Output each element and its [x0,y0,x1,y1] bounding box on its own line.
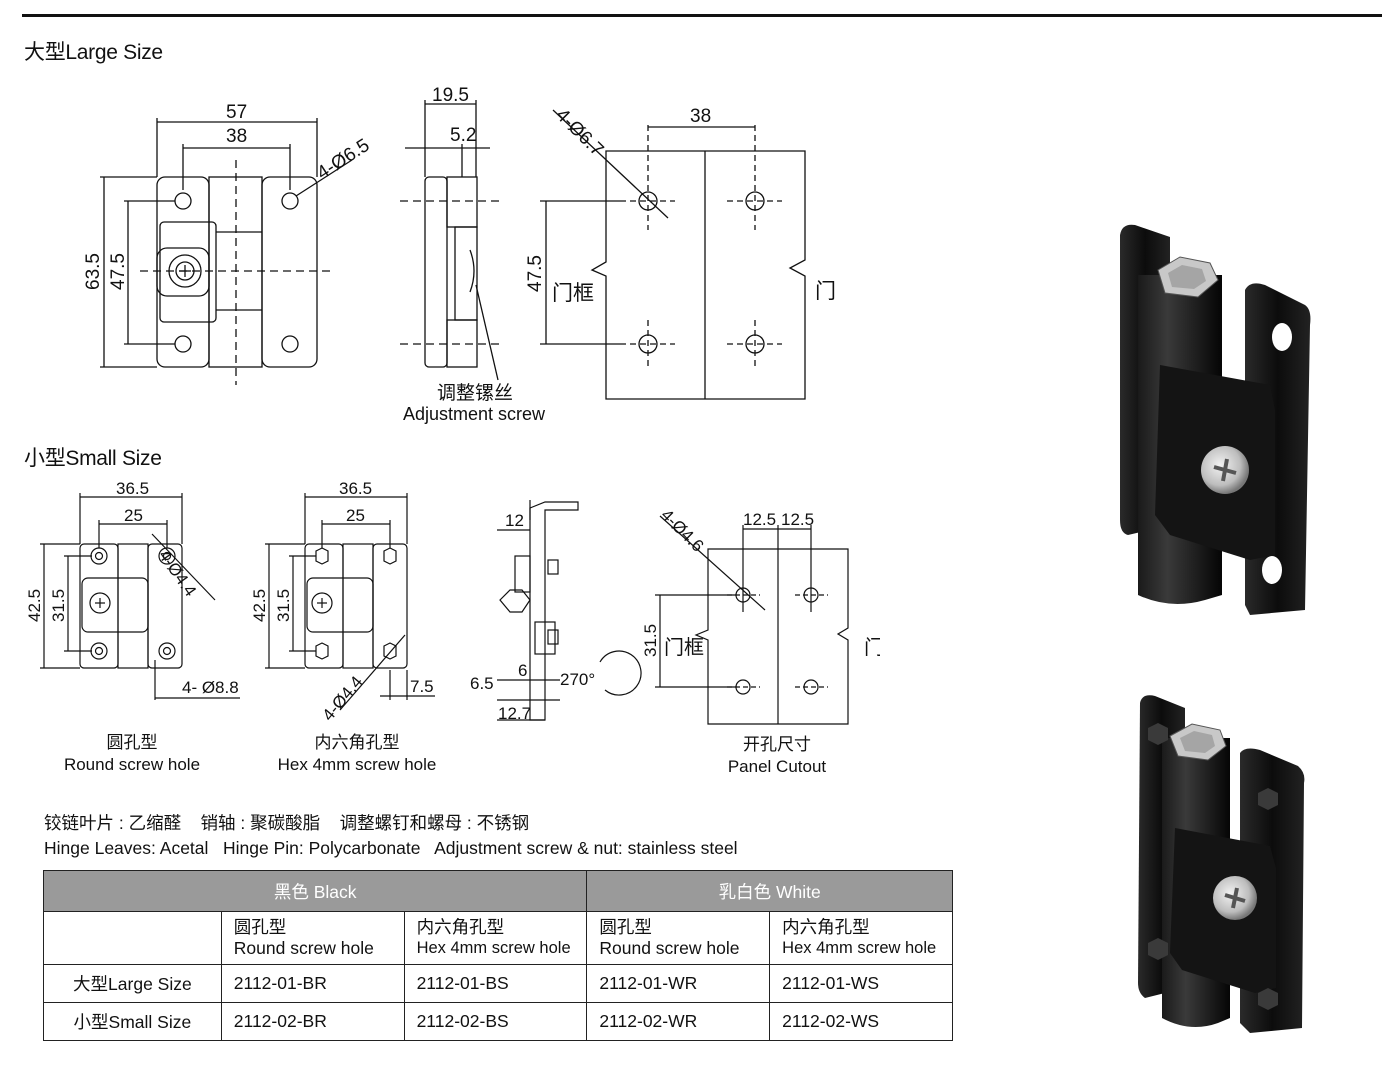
subheader-cn: 圆孔型 [233,917,287,937]
section-title-small: 小型Small Size [24,447,162,470]
dim-hex-hole: 4-Ø4.4 [319,673,367,725]
adjust-screw-en: Adjustment screw [402,404,546,424]
large-door-frame: 门框 [552,282,594,305]
subheader-cn: 圆孔型 [599,917,652,937]
hex-hole-label-en: Hex 4mm screw hole [277,755,437,774]
hex-hole-label-cn: 内六角孔型 [314,733,400,752]
materials-cn: 铰链叶片 : 乙缩醛 销轴 : 聚碳酸脂 调整螺钉和螺母 : 不锈钢 [44,813,530,833]
section-title-large: 大型Large Size [24,41,163,64]
dim-large-57: 57 [226,102,247,123]
dim-large-5-2: 5.2 [450,125,476,146]
adjust-screw-cn: 调整镙丝 [436,383,513,404]
materials-en: Hinge Leaves: Acetal Hinge Pin: Polycarb… [44,838,738,858]
materials-note: 铰链叶片 : 乙缩醛 销轴 : 聚碳酸脂 调整螺钉和螺母 : 不锈钢 Hinge… [44,811,738,861]
subheader-en: Hex 4mm screw hole [416,939,571,957]
subheader-black-hex: 内六角孔型 Hex 4mm screw hole [403,911,588,965]
round-hole-label-cn: 圆孔型 [106,733,158,752]
subheader-cn: 内六角孔型 [782,917,870,937]
dim-cutout-hole: 4-Ø6.7 [551,105,607,161]
subheader-en: Round screw hole [233,938,374,958]
dim-side-270: 270° [560,670,595,689]
dim-hex-42-5: 42.5 [250,589,269,622]
dim-round-42-5: 42.5 [25,589,44,622]
panel-cutout-label-cn: 开孔尺寸 [743,735,811,754]
large-cutout-outline [590,150,806,400]
dim-round-8-8: 4- Ø8.8 [182,678,239,697]
dim-round-31-5: 31.5 [49,589,68,622]
dim-side-12-7: 12.7 [498,704,531,723]
table-cell: 2112-02-WS [769,1002,953,1041]
round-hole-label-en: Round screw hole [63,755,201,774]
dim-side-12: 12 [505,511,524,530]
table-cell: 2112-01-BS [403,964,588,1003]
dim-round-25: 25 [124,506,143,525]
dim-round-36-5: 36.5 [116,479,149,498]
dim-round-hole: 4-Ø4.4 [155,546,200,599]
subheader-en: Round screw hole [599,938,740,958]
dim-cutout-31-5: 31.5 [641,624,660,657]
large-door: 门 [815,280,836,303]
subheader-en: Hex 4mm screw hole [782,939,937,957]
dim-cutout-12-5-a: 12.5 [743,510,776,529]
dim-cutout-hole-small: 4-Ø4.6 [657,505,707,555]
dim-hex-7-5: 7.5 [410,677,434,696]
table-cell: 2112-01-WR [586,964,771,1003]
table-cell: 2112-02-WR [586,1002,771,1041]
dim-hex-31-5: 31.5 [274,589,293,622]
small-door: 门 [864,636,880,659]
dim-large-47-5: 47.5 [108,253,129,290]
large-size-drawing: 57 38 4-Ø6.5 63.5 47.5 19.5 5.2 38 4-Ø6.… [83,85,836,400]
small-size-drawing: 36.5 25 4-Ø4.4 42.5 31.5 4- Ø8.8 36.5 25… [25,479,880,725]
large-front-leaf-right [261,176,318,368]
dim-large-38: 38 [226,126,247,147]
group-white: 乳白色 White [586,870,953,912]
table-cell: 2112-01-WS [769,964,953,1003]
dim-hex-25: 25 [346,506,365,525]
table-cell: 2112-02-BS [403,1002,588,1041]
corner-cell [43,911,222,965]
subheader-white-hex: 内六角孔型 Hex 4mm screw hole [769,911,953,965]
large-hinge-photo [1120,224,1311,615]
group-black: 黑色 Black [42,870,588,912]
table-cell: 2112-01-BR [220,964,405,1003]
small-cutout-outline [694,548,849,725]
dim-side-6: 6 [518,661,527,680]
top-rule [22,14,1382,17]
table-row: 大型Large Size 2112-01-BR 2112-01-BS 2112-… [43,964,953,1003]
dim-large-19-5: 19.5 [432,85,469,106]
row-label: 大型Large Size [43,964,222,1003]
dim-side-6-5: 6.5 [470,674,494,693]
table-cell: 2112-02-BR [220,1002,405,1041]
dim-large-63-5: 63.5 [83,253,104,290]
dim-cutout-47-5: 47.5 [525,255,546,292]
small-door-frame: 门框 [664,636,704,659]
table-row: 小型Small Size 2112-02-BR 2112-02-BS 2112-… [43,1002,953,1041]
dim-large-hole: 4-Ø6.5 [313,135,373,184]
large-side-body [424,176,448,368]
subheader-cn: 内六角孔型 [416,917,505,937]
small-hinge-photo [1138,695,1305,1033]
dim-hex-36-5: 36.5 [339,479,372,498]
dim-cutout-12-5-b: 12.5 [781,510,814,529]
row-label: 小型Small Size [43,1002,222,1041]
dim-cutout-38: 38 [690,106,711,127]
panel-cutout-label-en: Panel Cutout [727,757,827,776]
